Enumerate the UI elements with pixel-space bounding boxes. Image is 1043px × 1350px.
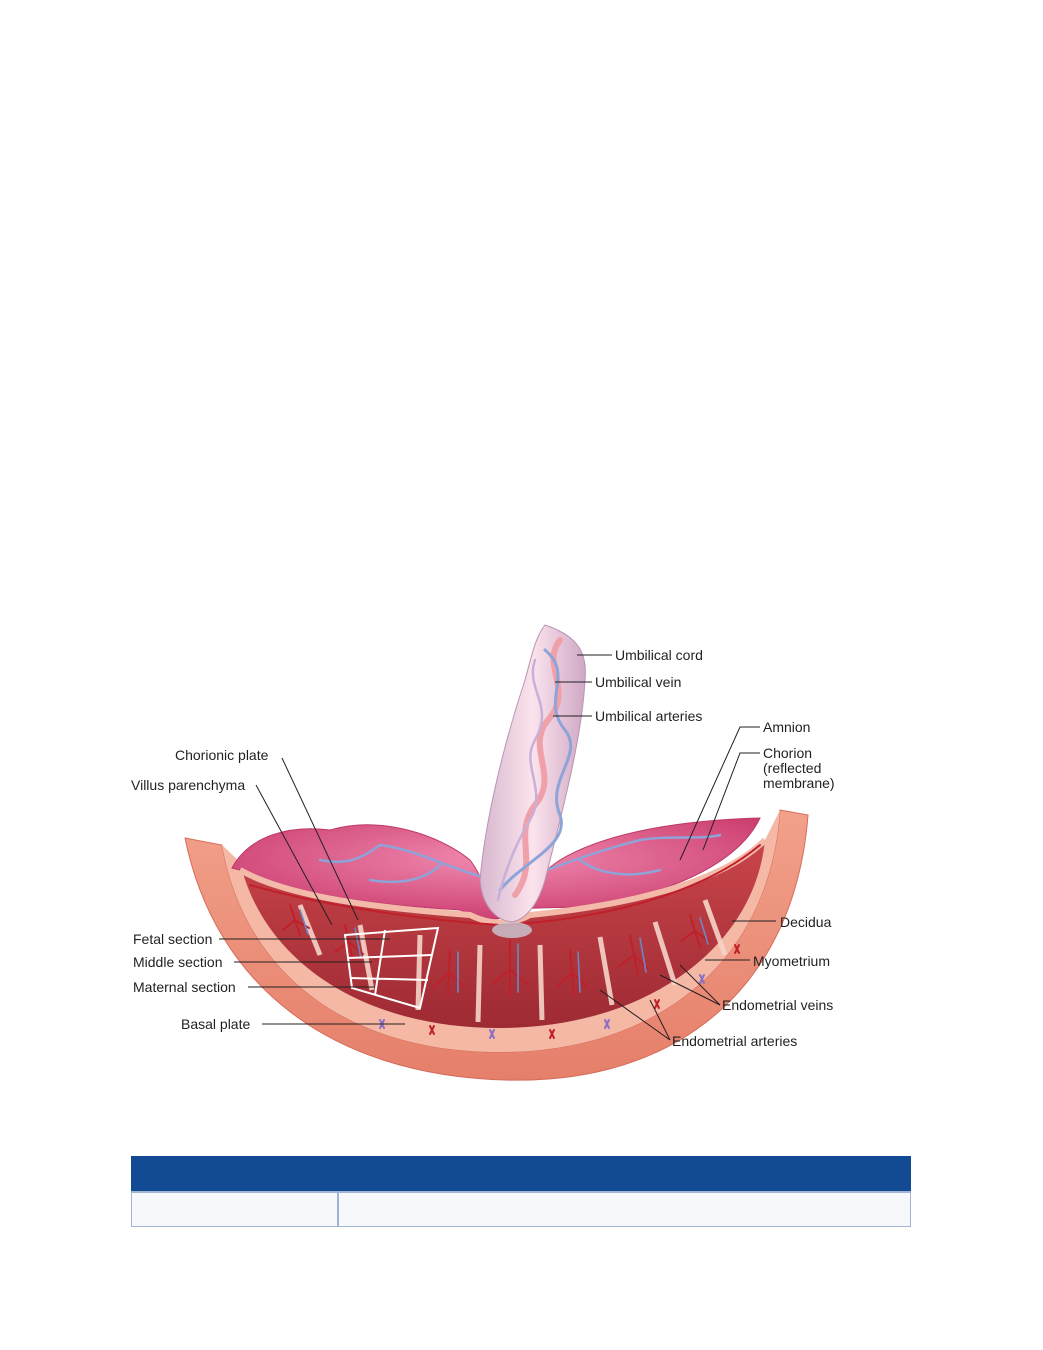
chorion-band — [238, 837, 768, 926]
section-grid — [343, 926, 440, 1010]
label-endometrial-veins: Endometrial veins — [722, 997, 833, 1013]
table-cell — [339, 1193, 910, 1226]
label-chorionic-plate: Chorionic plate — [175, 747, 269, 763]
label-villus-parenchyma: Villus parenchyma — [131, 777, 245, 793]
label-decidua: Decidua — [780, 914, 832, 930]
cord-insertion — [492, 922, 532, 938]
table-cell — [132, 1193, 339, 1226]
label-umbilical-arteries: Umbilical arteries — [595, 708, 702, 724]
label-chorion-reflected: (reflected — [763, 760, 821, 776]
leader-lines — [219, 654, 776, 1041]
label-umbilical-cord: Umbilical cord — [615, 647, 703, 663]
septa — [297, 899, 728, 1023]
endometrial-vessels — [379, 944, 740, 1039]
table-row — [131, 1191, 911, 1227]
label-fetal-section: Fetal section — [133, 931, 212, 947]
label-maternal-section: Maternal section — [133, 979, 236, 995]
label-amnion: Amnion — [763, 719, 810, 735]
table-header-bar — [131, 1156, 911, 1191]
label-umbilical-vein: Umbilical vein — [595, 674, 681, 690]
label-basal-plate: Basal plate — [181, 1016, 250, 1032]
label-chorion-membrane: membrane) — [763, 775, 835, 791]
label-middle-section: Middle section — [133, 954, 223, 970]
cord-vessels — [496, 637, 573, 902]
label-myometrium: Myometrium — [753, 953, 830, 969]
label-endometrial-arteries: Endometrial arteries — [672, 1033, 797, 1049]
label-chorion: Chorion — [763, 745, 812, 761]
